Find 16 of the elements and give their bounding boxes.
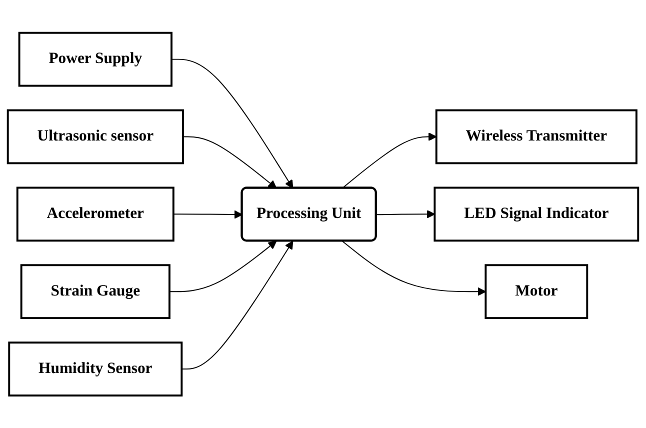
arrow (168, 240, 277, 292)
arrow (181, 240, 294, 370)
node-box: Power Supply (18, 32, 172, 87)
arrow (171, 58, 294, 188)
node-box: Ultrasonic sensor (6, 109, 184, 164)
arrow (182, 136, 277, 188)
arrow (342, 240, 486, 296)
node-box: LED Signal Indicator (434, 186, 640, 242)
node-box: Accelerometer (16, 186, 174, 242)
node-box: Wireless Transmitter (435, 109, 638, 164)
node-box: Humidity Sensor (8, 341, 183, 396)
node-box: Motor (484, 264, 588, 319)
arrow (342, 132, 437, 189)
arrow (172, 210, 243, 219)
arrow (376, 210, 436, 218)
node-box: Strain Gauge (20, 264, 170, 319)
